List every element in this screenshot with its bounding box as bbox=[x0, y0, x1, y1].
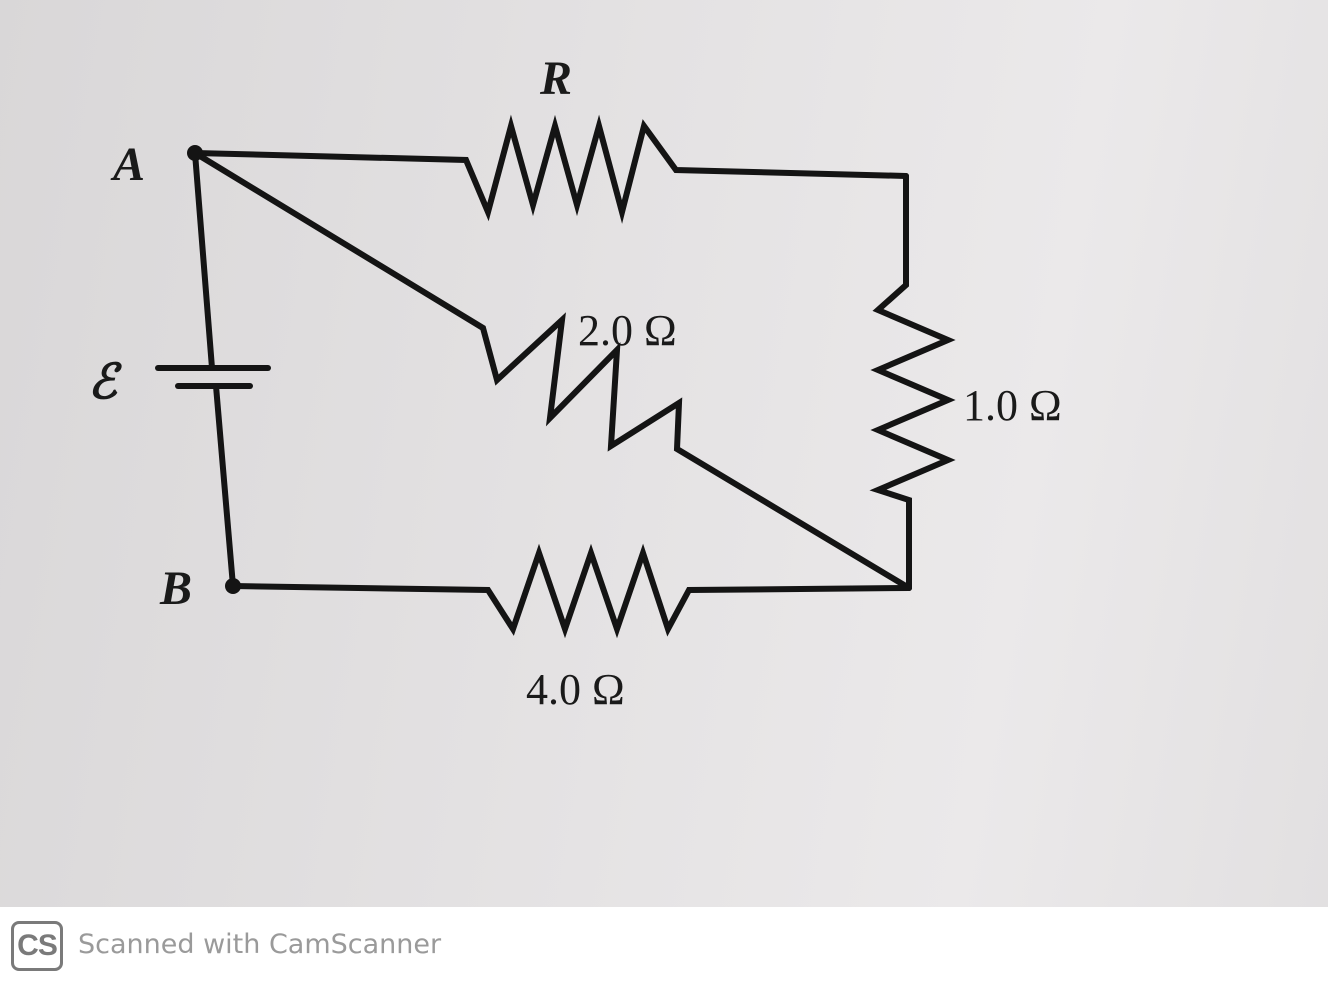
camscanner-logo: CS bbox=[11, 921, 63, 971]
emf-label: ℰ bbox=[88, 356, 123, 409]
node-a-label: A bbox=[110, 138, 145, 191]
wire-right-with-resistor-1ohm bbox=[869, 173, 956, 591]
wire-bottom-with-resistor-4ohm bbox=[230, 543, 912, 639]
node-b-label: B bbox=[159, 562, 192, 615]
wire-left-lower bbox=[213, 383, 236, 589]
resistor-1ohm-label: 1.0 Ω bbox=[963, 381, 1062, 430]
circuit-diagram: A B ℰ R 2.0 Ω 1.0 Ω 4.0 Ω bbox=[88, 52, 1062, 714]
resistor-4ohm-label: 4.0 Ω bbox=[526, 665, 625, 714]
camscanner-watermark-text: Scanned with CamScanner bbox=[78, 929, 442, 960]
resistor-r-label: R bbox=[539, 52, 572, 105]
wire-top-with-resistor-r bbox=[192, 114, 909, 224]
node-b-dot bbox=[225, 578, 241, 594]
scanner-footer: CS Scanned with CamScanner bbox=[0, 907, 1328, 985]
wire-left-upper bbox=[192, 150, 215, 371]
wire-diagonal-with-resistor-2ohm bbox=[192, 150, 912, 591]
circuit-photo: A B ℰ R 2.0 Ω 1.0 Ω 4.0 Ω bbox=[0, 0, 1328, 907]
node-a-dot bbox=[187, 145, 203, 161]
resistor-2ohm-label: 2.0 Ω bbox=[578, 306, 677, 355]
